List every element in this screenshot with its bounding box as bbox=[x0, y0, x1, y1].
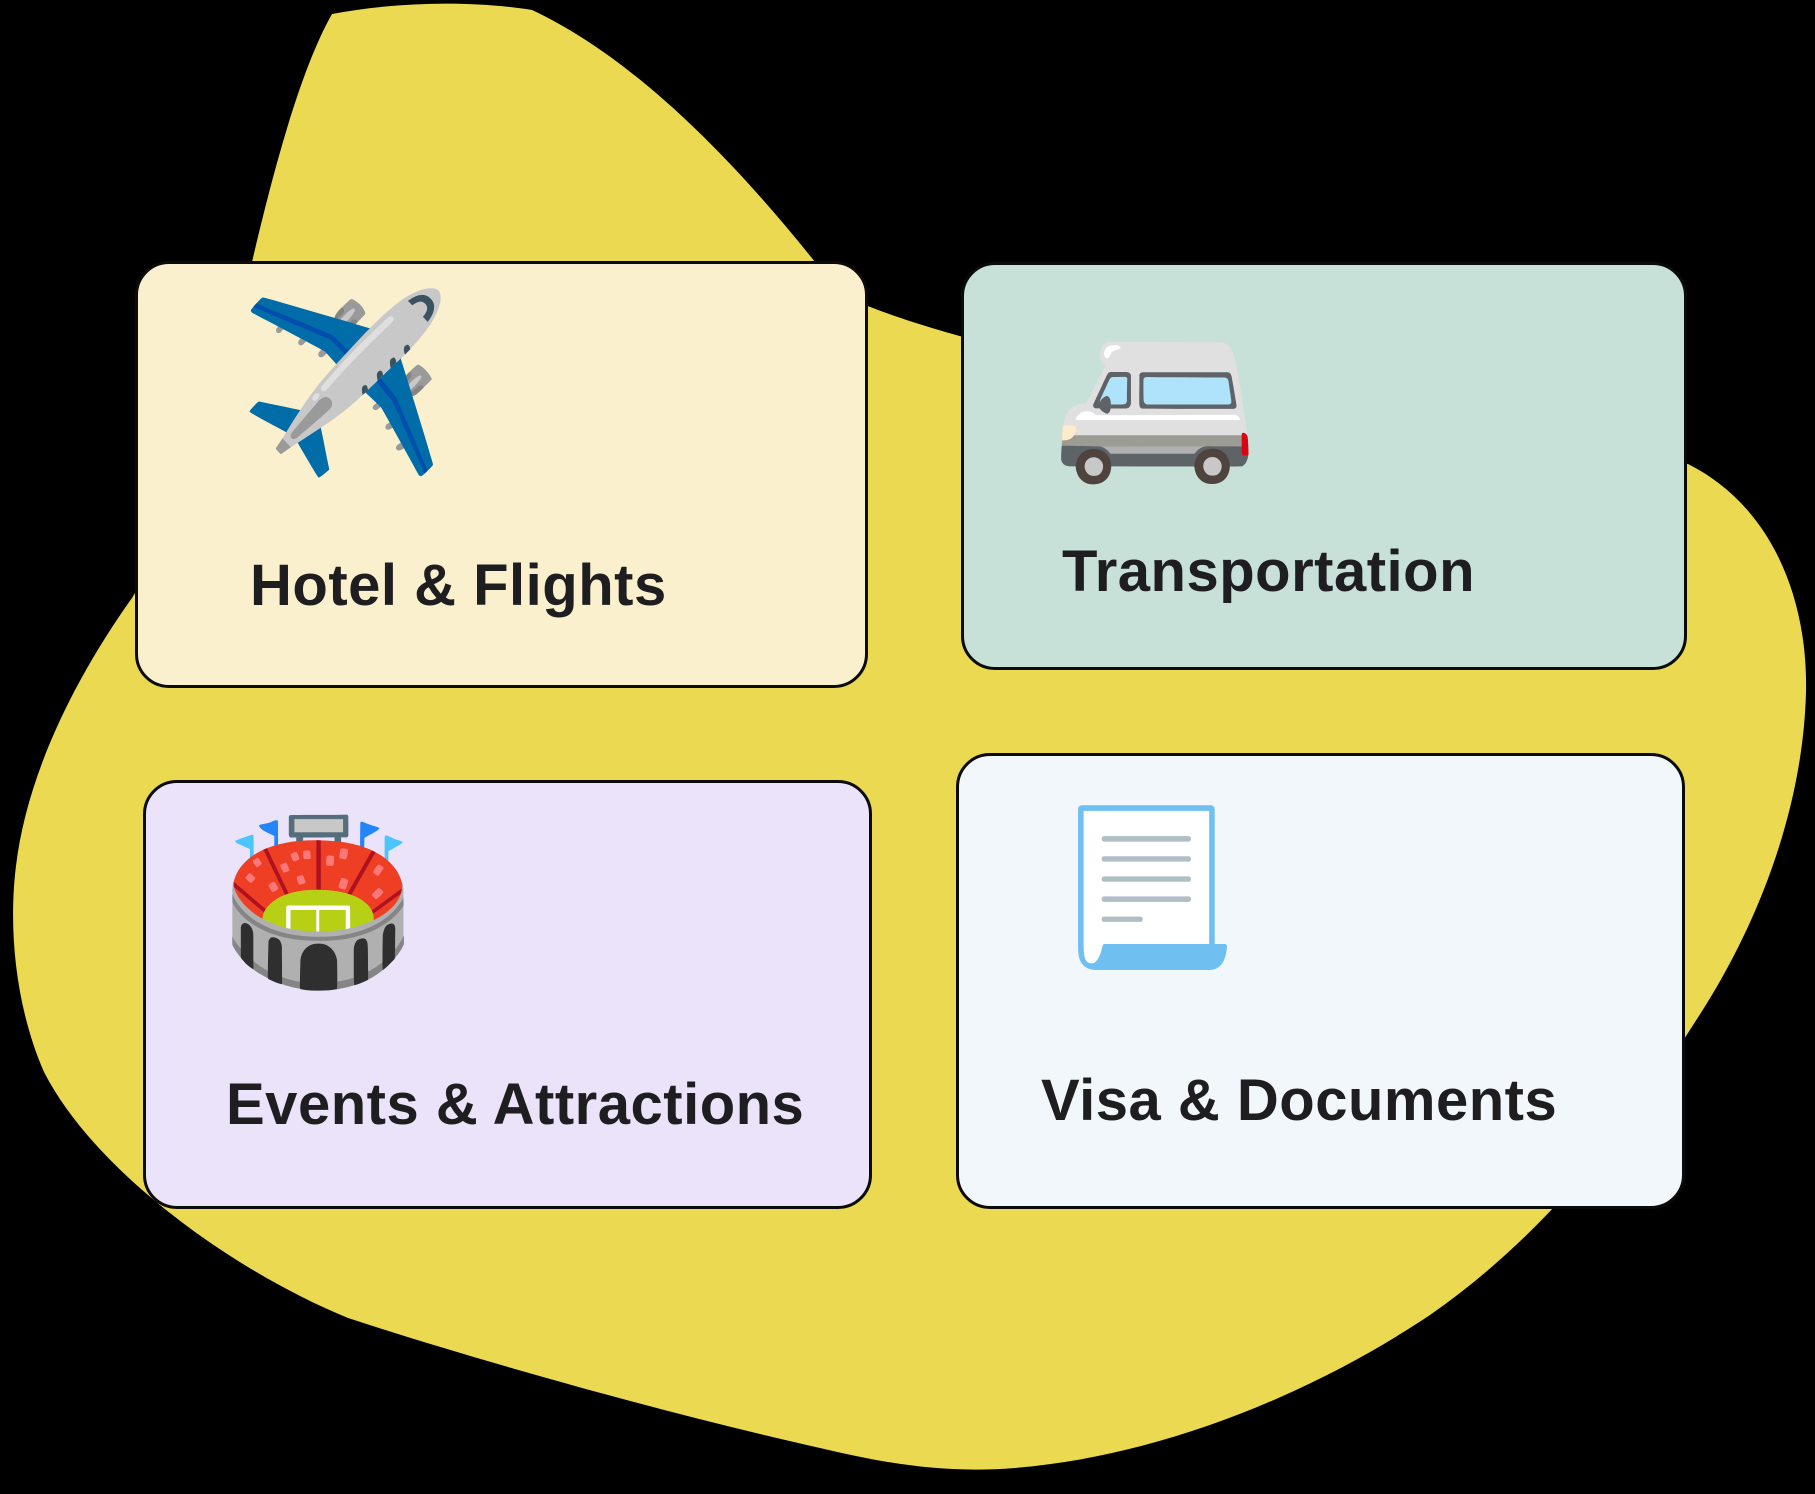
card-label: Visa & Documents bbox=[1041, 1068, 1558, 1133]
minibus-icon: 🚐 bbox=[1052, 301, 1259, 486]
stadium-icon: 🏟️ bbox=[220, 814, 417, 990]
card-label: Hotel & Flights bbox=[250, 553, 667, 618]
card-visa-documents[interactable]: 📃 Visa & Documents bbox=[956, 753, 1685, 1209]
page-with-curl-icon: 📃 bbox=[1053, 803, 1240, 971]
card-transportation[interactable]: 🚐 Transportation bbox=[961, 262, 1687, 670]
card-label: Transportation bbox=[1062, 539, 1476, 604]
airplane-icon: ✈️ bbox=[238, 288, 453, 480]
card-events-attractions[interactable]: 🏟️ Events & Attractions bbox=[143, 780, 872, 1209]
card-label: Events & Attractions bbox=[226, 1072, 805, 1137]
card-hotel-flights[interactable]: ✈️ Hotel & Flights bbox=[135, 261, 868, 688]
